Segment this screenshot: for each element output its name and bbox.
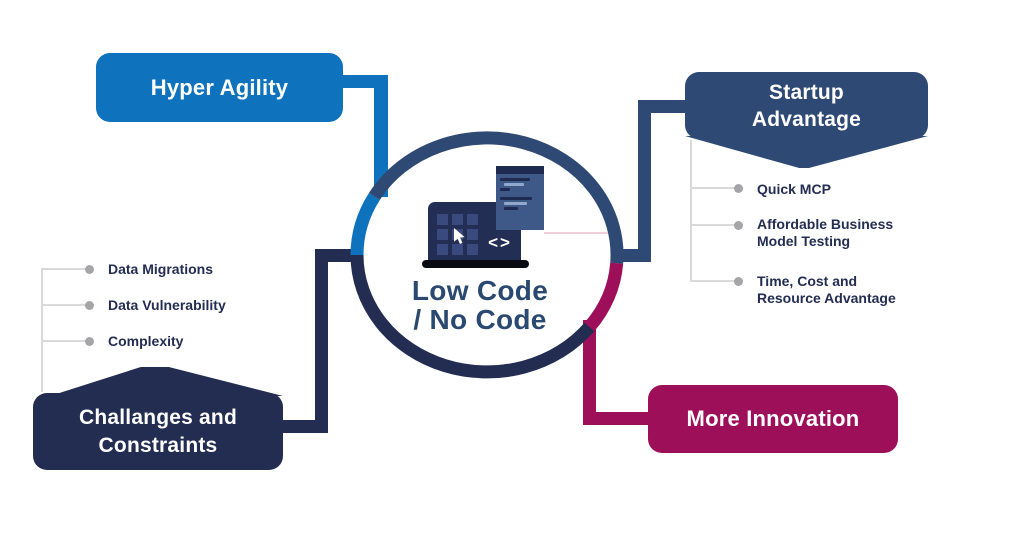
connector-hyper-agility-v bbox=[374, 75, 388, 197]
challenges-bullet-rail bbox=[41, 268, 43, 392]
node-challenges-line1: Challanges and bbox=[78, 405, 237, 429]
connector-innovation-v bbox=[583, 320, 596, 425]
bullet-dot bbox=[85, 301, 94, 310]
bullet-dot bbox=[734, 277, 743, 286]
ring-arc-navy bbox=[368, 131, 624, 264]
code-window-titlebar bbox=[496, 166, 544, 174]
code-brackets-glyph: <> bbox=[488, 233, 512, 252]
app-tile bbox=[467, 244, 478, 255]
node-challenges: Challanges and Constraints bbox=[33, 393, 283, 470]
laptop-base bbox=[422, 260, 529, 268]
node-startup-advantage-line2: Advantage bbox=[751, 107, 862, 131]
app-tile bbox=[437, 229, 448, 240]
node-challenges-roof bbox=[50, 367, 283, 396]
node-startup-advantage: Startup Advantage bbox=[685, 72, 928, 139]
code-line bbox=[504, 183, 524, 186]
connector-challenges-h2 bbox=[315, 249, 360, 262]
code-line bbox=[500, 188, 510, 191]
challenges-bullet: Data Vulnerability bbox=[108, 297, 226, 313]
startup-bullet-stub bbox=[690, 187, 734, 189]
startup-bullet-stub bbox=[690, 280, 734, 282]
app-tile bbox=[452, 214, 463, 225]
bullet-dot bbox=[734, 184, 743, 193]
node-startup-advantage-pennant bbox=[685, 136, 928, 168]
accent-line bbox=[544, 232, 608, 234]
node-challenges-line2: Constraints bbox=[98, 433, 218, 457]
ring-arc-dark bbox=[350, 254, 595, 379]
bullet-dot bbox=[734, 221, 743, 230]
app-tile bbox=[467, 214, 478, 225]
code-line bbox=[500, 178, 530, 181]
challenges-bullet-stub bbox=[41, 268, 85, 270]
connector-startup-h1 bbox=[650, 100, 687, 113]
challenges-bullet: Data Migrations bbox=[108, 261, 214, 277]
startup-bullet-rail bbox=[690, 140, 692, 282]
app-tile bbox=[437, 244, 448, 255]
connector-innovation-h bbox=[583, 412, 650, 425]
code-line bbox=[504, 207, 518, 210]
center-ring bbox=[350, 131, 624, 379]
connector-challenges-v bbox=[315, 250, 328, 433]
startup-bullet: Time, Cost and Resource Advantage bbox=[757, 273, 896, 306]
node-hyper-agility: Hyper Agility bbox=[96, 53, 343, 122]
challenges-bullet-stub bbox=[41, 340, 85, 342]
node-more-innovation: More Innovation bbox=[648, 385, 898, 453]
node-hyper-agility-label: Hyper Agility bbox=[150, 74, 289, 100]
node-more-innovation-label: More Innovation bbox=[686, 406, 860, 431]
center-title: Low Code / No Code bbox=[350, 276, 610, 334]
app-tile bbox=[467, 229, 478, 240]
startup-bullet-stub bbox=[690, 224, 734, 226]
app-tile bbox=[437, 214, 448, 225]
cursor-icon bbox=[454, 228, 465, 245]
challenges-bullet: Complexity bbox=[108, 333, 184, 349]
center-title-line1: Low Code bbox=[411, 275, 549, 306]
center-title-line2: / No Code bbox=[413, 304, 547, 335]
ring-arc-magenta bbox=[584, 262, 624, 332]
startup-bullet: Quick MCP bbox=[757, 181, 831, 197]
ring-arc-blue bbox=[350, 192, 380, 256]
code-line bbox=[500, 197, 532, 200]
app-tile bbox=[452, 244, 463, 255]
connector-startup-v bbox=[638, 100, 651, 262]
startup-bullet: Affordable Business Model Testing bbox=[757, 216, 894, 249]
code-window-icon bbox=[496, 166, 544, 230]
challenges-bullet-stub bbox=[41, 304, 85, 306]
code-line bbox=[504, 202, 527, 205]
bullet-dot bbox=[85, 265, 94, 274]
bullet-dot bbox=[85, 337, 94, 346]
node-startup-advantage-line1: Startup bbox=[769, 80, 844, 104]
